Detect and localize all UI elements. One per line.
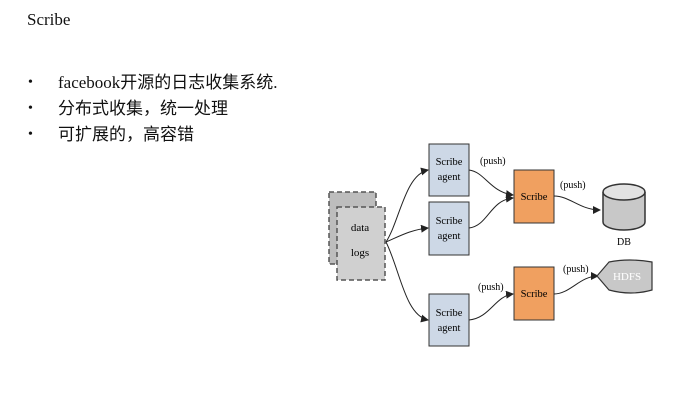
agent-box: [428, 293, 470, 347]
agent-label-line1: Scribe: [436, 157, 463, 168]
bullet-icon: •: [28, 101, 33, 116]
arrow-scribe-db: [553, 195, 601, 214]
agent-label-line2: agent: [438, 323, 461, 334]
push-label: (push): [560, 180, 586, 191]
source-label-data: data: [351, 222, 369, 234]
server-label: Scribe: [521, 289, 548, 300]
db-top: [602, 183, 646, 201]
db-cylinder-icon: DB: [602, 183, 646, 248]
agent-label-line1: Scribe: [436, 308, 463, 319]
slide-title: Scribe: [27, 10, 71, 29]
bullet-text: facebook开源的日志收集系统.: [58, 73, 278, 92]
arrow-agent3-scribe: [468, 290, 514, 321]
bullet-text: 可扩展的，高容错: [58, 125, 194, 144]
arrow-agent2-scribe: [468, 194, 514, 229]
push-label: (push): [480, 156, 506, 167]
push-label: (push): [478, 282, 504, 293]
source-front-sheet: [336, 206, 386, 281]
push-label: (push): [563, 264, 589, 275]
db-body: [602, 192, 646, 231]
agent-label-line2: agent: [438, 172, 461, 183]
arrow-source-agent3: [385, 241, 429, 323]
agent-box: [428, 143, 470, 197]
bullet-item: • 可扩展的，高容错: [28, 122, 278, 148]
db-label: DB: [617, 237, 631, 248]
arrow-source-agent1: [385, 167, 429, 243]
bullet-icon: •: [28, 75, 33, 90]
hdfs-shape: [596, 259, 653, 294]
arrow-source-agent2: [385, 224, 429, 243]
bullet-icon: •: [28, 127, 33, 142]
server-label: Scribe: [521, 192, 548, 203]
agent-connectors: [468, 169, 514, 321]
scribe-agent-1: Scribe agent: [428, 143, 470, 197]
scribe-agent-2: Scribe agent: [428, 201, 470, 256]
scribe-server-2: Scribe: [513, 266, 555, 321]
storage-connectors: [553, 195, 601, 295]
agent-label-line1: Scribe: [436, 216, 463, 227]
hdfs-storage-icon: HDFS: [596, 259, 653, 294]
data-logs-source: data logs: [328, 191, 386, 281]
bullet-list: • facebook开源的日志收集系统. • 分布式收集，统一处理 • 可扩展的…: [28, 70, 278, 148]
scribe-agent-3: Scribe agent: [428, 293, 470, 347]
source-label-logs: logs: [351, 247, 369, 259]
arrow-agent1-scribe: [468, 169, 514, 199]
bullet-item: • 分布式收集，统一处理: [28, 96, 278, 122]
agent-label-line2: agent: [438, 231, 461, 242]
arrow-scribe-hdfs: [553, 272, 599, 295]
bullet-text: 分布式收集，统一处理: [58, 99, 228, 118]
server-box: [513, 169, 555, 224]
agent-box: [428, 201, 470, 256]
scribe-server-1: Scribe: [513, 169, 555, 224]
bullet-item: • facebook开源的日志收集系统.: [28, 70, 278, 96]
source-connectors: [385, 167, 429, 323]
hdfs-label: HDFS: [613, 271, 641, 283]
